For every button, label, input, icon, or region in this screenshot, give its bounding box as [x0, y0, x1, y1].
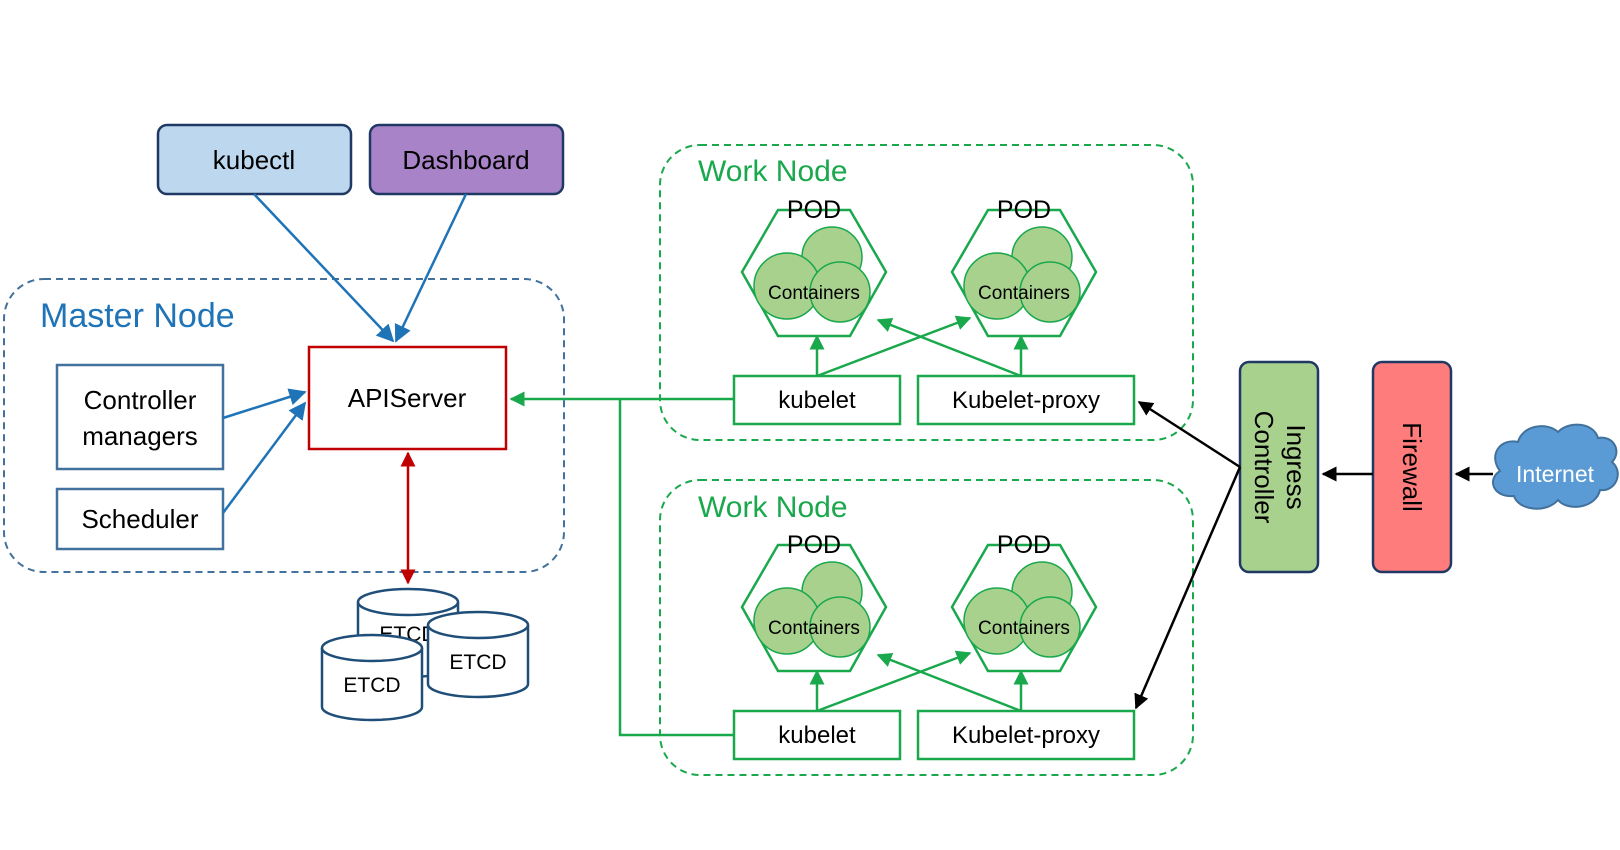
pod-1-2-label: POD — [997, 196, 1051, 224]
controller-managers-label-line2: managers — [82, 421, 198, 451]
master-node-group: Master Node APIServer Controller manager… — [3, 278, 565, 573]
work-node-2-border — [659, 479, 1194, 776]
master-node-border — [3, 278, 565, 573]
apiserver-label: APIServer — [348, 383, 467, 413]
work-node-1: Work Node POD Containers POD Containers … — [659, 144, 1194, 441]
kubelet-proxy-label-2: Kubelet-proxy — [952, 722, 1100, 749]
etcd-cylinder-left: ETCD — [320, 633, 424, 722]
arrow-controller-to-apiserver — [222, 388, 307, 420]
container-circle — [809, 261, 871, 323]
kubectl-label: kubectl — [213, 145, 295, 175]
arrow-proxy2-to-pod1 — [876, 652, 1022, 713]
arrow-dashboard-to-apiserver — [394, 193, 468, 343]
pod-2-1-containers: Containers — [768, 618, 860, 639]
dashboard-label: Dashboard — [402, 145, 529, 175]
container-circle — [809, 596, 871, 658]
pod-1-1-label: POD — [787, 196, 841, 224]
kubelet-label-2: kubelet — [778, 722, 856, 749]
pod-2-1-label: POD — [787, 531, 841, 559]
firewall-box: Firewall — [1371, 360, 1453, 574]
arrow-ingress-to-proxy1 — [1137, 400, 1241, 469]
controller-managers-label-line1: Controller — [84, 385, 197, 415]
pod-1-1-containers: Containers — [768, 283, 860, 304]
arrow-kubelet2-to-pod2 — [816, 650, 972, 713]
etcd-label-left: ETCD — [343, 674, 400, 697]
etcd-label-right: ETCD — [449, 651, 506, 674]
kubectl-box: kubectl — [156, 123, 353, 196]
pod-2-1: POD Containers — [740, 531, 888, 673]
ingress-controller-label-line2: Controller — [1249, 411, 1279, 524]
scheduler-box: Scheduler — [55, 487, 225, 551]
kubelet-box-2: kubelet — [732, 709, 902, 761]
pod-2-2-containers: Containers — [978, 618, 1070, 639]
pod-1-2-containers: Containers — [978, 283, 1070, 304]
work-node-2: Work Node POD Containers POD Containers … — [659, 479, 1194, 776]
dashboard-box: Dashboard — [368, 123, 565, 196]
master-node-title: Master Node — [40, 297, 235, 335]
arrow-kubectl-to-apiserver — [253, 193, 395, 343]
container-circle — [1019, 596, 1081, 658]
ingress-controller-label-line1: Ingress — [1281, 424, 1311, 509]
kubelet-box-1: kubelet — [732, 374, 902, 426]
kubelet-proxy-box-2: Kubelet-proxy — [916, 709, 1136, 761]
pod-2-2-label: POD — [997, 531, 1051, 559]
arrow-scheduler-to-apiserver — [221, 401, 307, 514]
kubelet-label-1: kubelet — [778, 387, 856, 414]
pod-1-1: POD Containers — [740, 196, 888, 338]
arrow-ingress-to-proxy2 — [1134, 466, 1242, 710]
apiserver-box: APIServer — [307, 345, 508, 451]
scheduler-label: Scheduler — [81, 504, 198, 534]
pod-1-2: POD Containers — [950, 196, 1098, 338]
internet-label: Internet — [1516, 461, 1595, 487]
controller-managers-box: Controller managers — [55, 363, 225, 471]
kubelet-proxy-box-1: Kubelet-proxy — [916, 374, 1136, 426]
ingress-controller-box: Ingress Controller — [1238, 360, 1320, 574]
work-node-2-title: Work Node — [698, 491, 848, 524]
work-node-1-border — [659, 144, 1194, 441]
work-node-1-title: Work Node — [698, 155, 848, 188]
container-circle — [1019, 261, 1081, 323]
internet-cloud: Internet — [1492, 423, 1619, 510]
connector-kubelet2-to-bus — [618, 399, 734, 737]
arrow-kubelet1-to-pod2 — [816, 315, 972, 378]
pod-2-2: POD Containers — [950, 531, 1098, 673]
kubelet-proxy-label-1: Kubelet-proxy — [952, 387, 1100, 414]
arrow-proxy1-to-pod1 — [876, 317, 1022, 378]
etcd-cylinder-right: ETCD — [426, 610, 530, 699]
firewall-label: Firewall — [1397, 422, 1427, 512]
